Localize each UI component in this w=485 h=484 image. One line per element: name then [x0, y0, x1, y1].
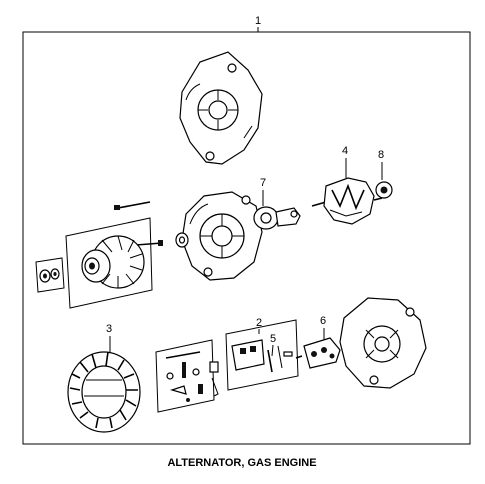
diagram-caption: ALTERNATOR, GAS ENGINE — [167, 457, 316, 469]
through-bolts — [114, 201, 163, 246]
rotor-assembly — [311, 177, 383, 225]
callout-1: 1 — [255, 15, 261, 27]
retainer-plate — [253, 206, 301, 230]
rear-housing-bottom — [339, 297, 427, 389]
callout-5: 5 — [270, 333, 276, 345]
callout-3: 3 — [106, 323, 112, 335]
callout-4: 4 — [342, 145, 348, 157]
nut-washer-box — [35, 257, 65, 293]
diagram-frame — [22, 31, 471, 445]
front-housing — [181, 191, 263, 281]
pulley-fan-group — [65, 217, 153, 309]
callout-7: 7 — [260, 177, 266, 189]
terminal-hardware-box — [155, 339, 215, 413]
callout-5-leader — [271, 344, 274, 357]
spacer-washer — [175, 232, 189, 248]
regulator-brush-box — [225, 319, 299, 391]
callout-6: 6 — [320, 315, 326, 327]
rear-bearing — [375, 181, 393, 199]
callout-2: 2 — [256, 317, 262, 329]
small-clip — [209, 361, 219, 397]
stator — [67, 351, 141, 433]
rectifier — [295, 337, 341, 369]
callout-8: 8 — [378, 149, 384, 161]
rear-housing-top — [179, 51, 263, 165]
